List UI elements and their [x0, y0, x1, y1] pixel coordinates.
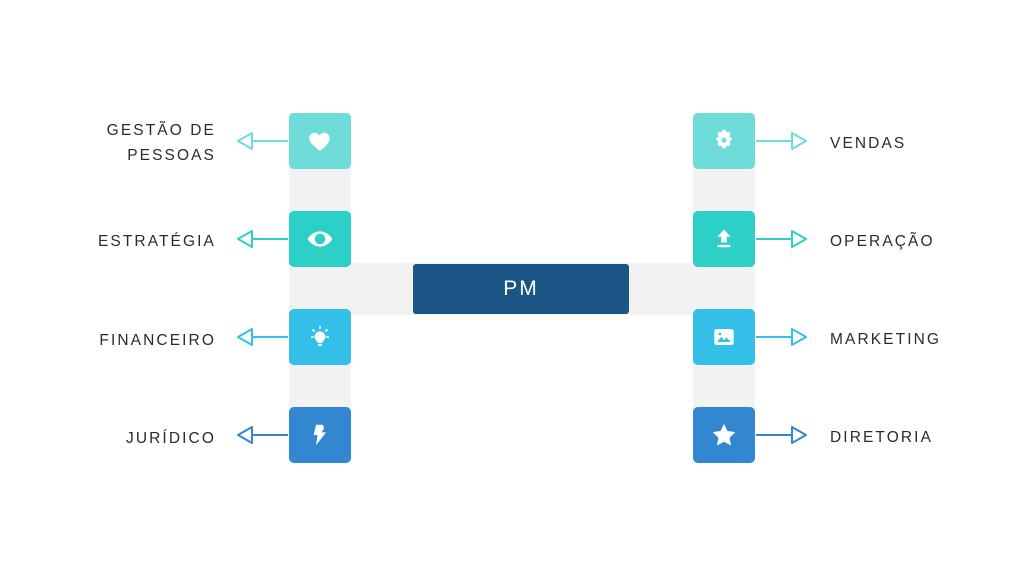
node-label-estrategia: ESTRATÉGIA — [97, 233, 216, 250]
node-tile-marketing[interactable] — [693, 309, 755, 365]
node-tile-gestao-de-pessoas[interactable] — [289, 113, 351, 169]
node-tile-financeiro[interactable] — [289, 309, 351, 365]
center-node-pm[interactable]: PM — [413, 264, 629, 314]
heart-icon — [307, 128, 333, 154]
node-label-juridico: JURÍDICO — [126, 430, 216, 447]
arrow-right-3 — [756, 325, 808, 349]
arrow-left-1 — [236, 129, 288, 153]
upload-icon — [711, 226, 737, 252]
node-label-operacao: OPERAÇÃO — [830, 233, 935, 250]
node-label-financeiro: FINANCEIRO — [99, 332, 216, 349]
node-tile-operacao[interactable] — [693, 211, 755, 267]
arrow-left-4 — [236, 423, 288, 447]
node-label-diretoria: DIRETORIA — [830, 429, 934, 446]
arrow-left-2 — [236, 227, 288, 251]
arrow-right-1 — [756, 129, 808, 153]
node-tile-juridico[interactable] — [289, 407, 351, 463]
node-label-gestao-de-pessoas: GESTÃO DE PESSOAS — [106, 122, 216, 164]
gear-icon — [710, 127, 738, 155]
center-node-label: PM — [503, 277, 539, 300]
star-icon — [709, 420, 739, 450]
eye-icon — [306, 225, 334, 253]
node-tile-estrategia[interactable] — [289, 211, 351, 267]
node-tile-diretoria[interactable] — [693, 407, 755, 463]
lightbulb-icon — [306, 323, 334, 351]
arrow-left-3 — [236, 325, 288, 349]
node-label-marketing: MARKETING — [830, 331, 942, 348]
bolt-icon — [307, 422, 333, 448]
arrow-right-4 — [756, 423, 808, 447]
image-icon — [711, 324, 737, 350]
arrow-right-2 — [756, 227, 808, 251]
node-label-vendas: VENDAS — [830, 135, 907, 152]
node-tile-vendas[interactable] — [693, 113, 755, 169]
